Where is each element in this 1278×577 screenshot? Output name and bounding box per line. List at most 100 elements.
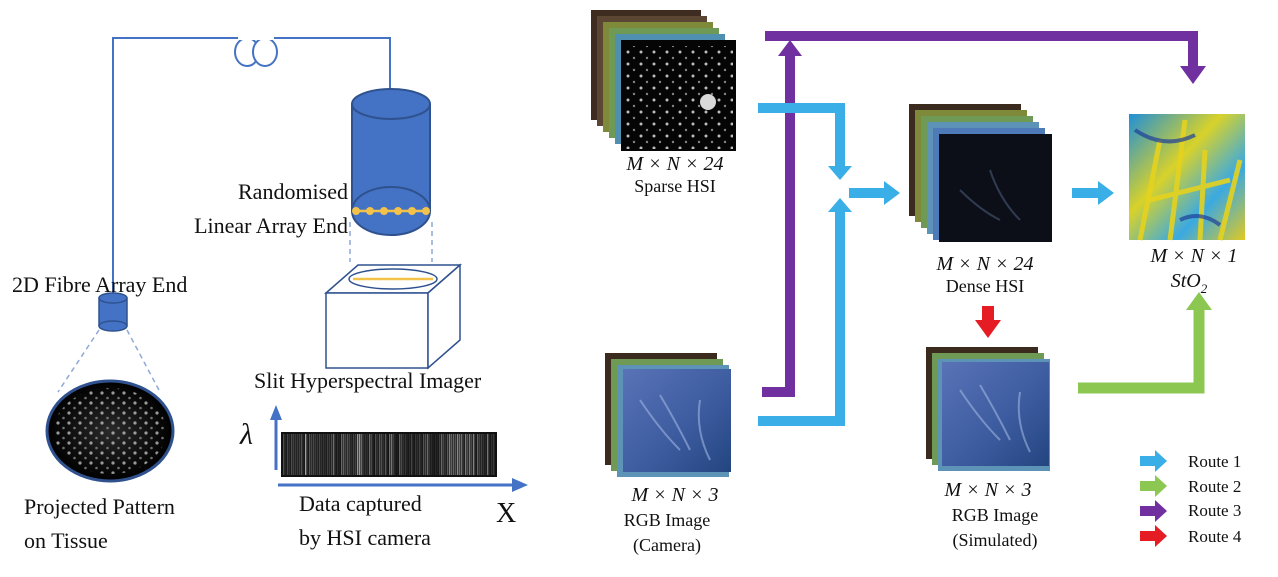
- spectrogram-stripe: [465, 434, 467, 475]
- spectrogram-stripe: [389, 434, 391, 475]
- spectrogram-stripe: [457, 434, 459, 475]
- spectrogram-stripe: [447, 434, 449, 475]
- spectrogram-stripe: [455, 434, 457, 475]
- spectrogram-stripe: [439, 434, 441, 475]
- spectrogram-stripe: [305, 434, 307, 475]
- spectrogram-stripe: [369, 434, 371, 475]
- legend-swatch-route-3: [1140, 506, 1156, 516]
- legend-swatch-route-4: [1140, 531, 1156, 541]
- spectrogram-stripe: [415, 434, 417, 475]
- x-axis-label: X: [496, 498, 516, 529]
- spectrogram-stripe: [483, 434, 485, 475]
- spectrogram-stripe: [343, 434, 345, 475]
- legend-item-route-2: Route 2: [1140, 475, 1241, 497]
- spectrogram-stripe: [377, 434, 379, 475]
- spectrogram-stripe: [491, 434, 493, 475]
- hsi-data-strip: [270, 405, 528, 492]
- spectrogram-stripe: [325, 434, 327, 475]
- spectrogram-stripe: [283, 434, 285, 475]
- spectrogram-stripe: [303, 434, 305, 475]
- spectrogram-stripe: [373, 434, 375, 475]
- spectrogram-stripe: [339, 434, 341, 475]
- spectrogram-stripe: [475, 434, 477, 475]
- dense-label: Dense HSI: [946, 276, 1025, 296]
- pattern-caption-line-2: on Tissue: [24, 528, 108, 553]
- spectrogram-stripe: [395, 434, 397, 475]
- spectrogram-stripe: [405, 434, 407, 475]
- spectrogram-stripe: [431, 434, 433, 475]
- fibre-dot: [366, 207, 374, 215]
- spectrogram-stripe: [329, 434, 331, 475]
- spectrogram-stripe: [443, 434, 445, 475]
- data-caption-line-1: Data captured: [299, 491, 422, 516]
- pattern-caption-line-1: Projected Pattern: [24, 494, 175, 519]
- spectrogram-stripe: [409, 434, 411, 475]
- sto2-dims: M × N × 1: [1150, 245, 1238, 267]
- fibre-dot: [394, 207, 402, 215]
- fibre-dot: [352, 207, 360, 215]
- spectrogram-stripe: [345, 434, 347, 475]
- sto2-label-subscript: 2: [1201, 281, 1208, 296]
- dense-hsi-stack: [909, 104, 1052, 242]
- legend-label-route-3: Route 3: [1188, 501, 1241, 520]
- spectrogram-stripe: [413, 434, 415, 475]
- spectrogram-stripe: [353, 434, 355, 475]
- dense-dims: M × N × 24: [936, 253, 1034, 275]
- spectrogram-stripe: [399, 434, 401, 475]
- slit-imager-box: [324, 263, 462, 370]
- rgb-camera-label-2: (Camera): [633, 535, 701, 556]
- spectrogram-stripe: [323, 434, 325, 475]
- lambda-label: λ: [239, 418, 253, 451]
- spectrogram-stripe: [437, 434, 439, 475]
- spectrogram-stripe: [291, 434, 293, 475]
- spectrogram-stripe: [327, 434, 329, 475]
- legend-label-route-4: Route 4: [1188, 527, 1242, 546]
- rgb-simulated-label-2: (Simulated): [953, 530, 1038, 551]
- rgb-camera-label-1: RGB Image: [624, 510, 710, 530]
- fibre-line: [112, 36, 391, 300]
- spectrogram-stripe: [407, 434, 409, 475]
- sto2-map: [1129, 114, 1245, 241]
- spectrogram-stripe: [461, 434, 463, 475]
- spectrogram-stripe: [425, 434, 427, 475]
- spectrogram-stripe: [471, 434, 473, 475]
- legend-item-route-1: Route 1: [1140, 450, 1241, 472]
- legend-label-route-2: Route 2: [1188, 477, 1241, 496]
- spectrogram-stripe: [293, 434, 295, 475]
- spectrogram-stripe: [357, 434, 359, 475]
- spectrogram-stripe: [441, 434, 443, 475]
- spectrogram-stripe: [411, 434, 413, 475]
- spectrogram-stripe: [295, 434, 297, 475]
- spectrogram-stripe: [385, 434, 387, 475]
- sparse-dims: M × N × 24: [626, 153, 724, 175]
- spectrogram-stripe: [319, 434, 321, 475]
- fibre-dot: [380, 207, 388, 215]
- spectrogram-stripe: [311, 434, 313, 475]
- spectrogram-stripe: [351, 434, 353, 475]
- spectrogram-stripe: [371, 434, 373, 475]
- fibre-array-label: 2D Fibre Array End: [12, 272, 187, 297]
- legend-swatch-route-1: [1140, 456, 1156, 466]
- spectrogram-stripe: [383, 434, 385, 475]
- spectrogram-stripe: [489, 434, 491, 475]
- spectrogram-stripe: [379, 434, 381, 475]
- spectrogram-stripe: [333, 434, 335, 475]
- spectrogram-stripe: [397, 434, 399, 475]
- spectrogram-stripe: [429, 434, 431, 475]
- spectrogram-stripe: [307, 434, 309, 475]
- spectrogram-stripe: [287, 434, 289, 475]
- spectrogram-stripe: [459, 434, 461, 475]
- legend-item-route-4: Route 4: [1140, 525, 1242, 547]
- spectrogram-stripe: [381, 434, 383, 475]
- spectrogram-stripe: [367, 434, 369, 475]
- spectrogram-stripe: [417, 434, 419, 475]
- projected-pattern: [45, 379, 175, 483]
- spectrogram-stripe: [421, 434, 423, 475]
- spectrogram-stripe: [485, 434, 487, 475]
- legend-item-route-3: Route 3: [1140, 500, 1241, 522]
- fibre-dot: [422, 207, 430, 215]
- sto2-label: StO2: [1171, 270, 1208, 296]
- route-3-arrows: [762, 31, 1206, 397]
